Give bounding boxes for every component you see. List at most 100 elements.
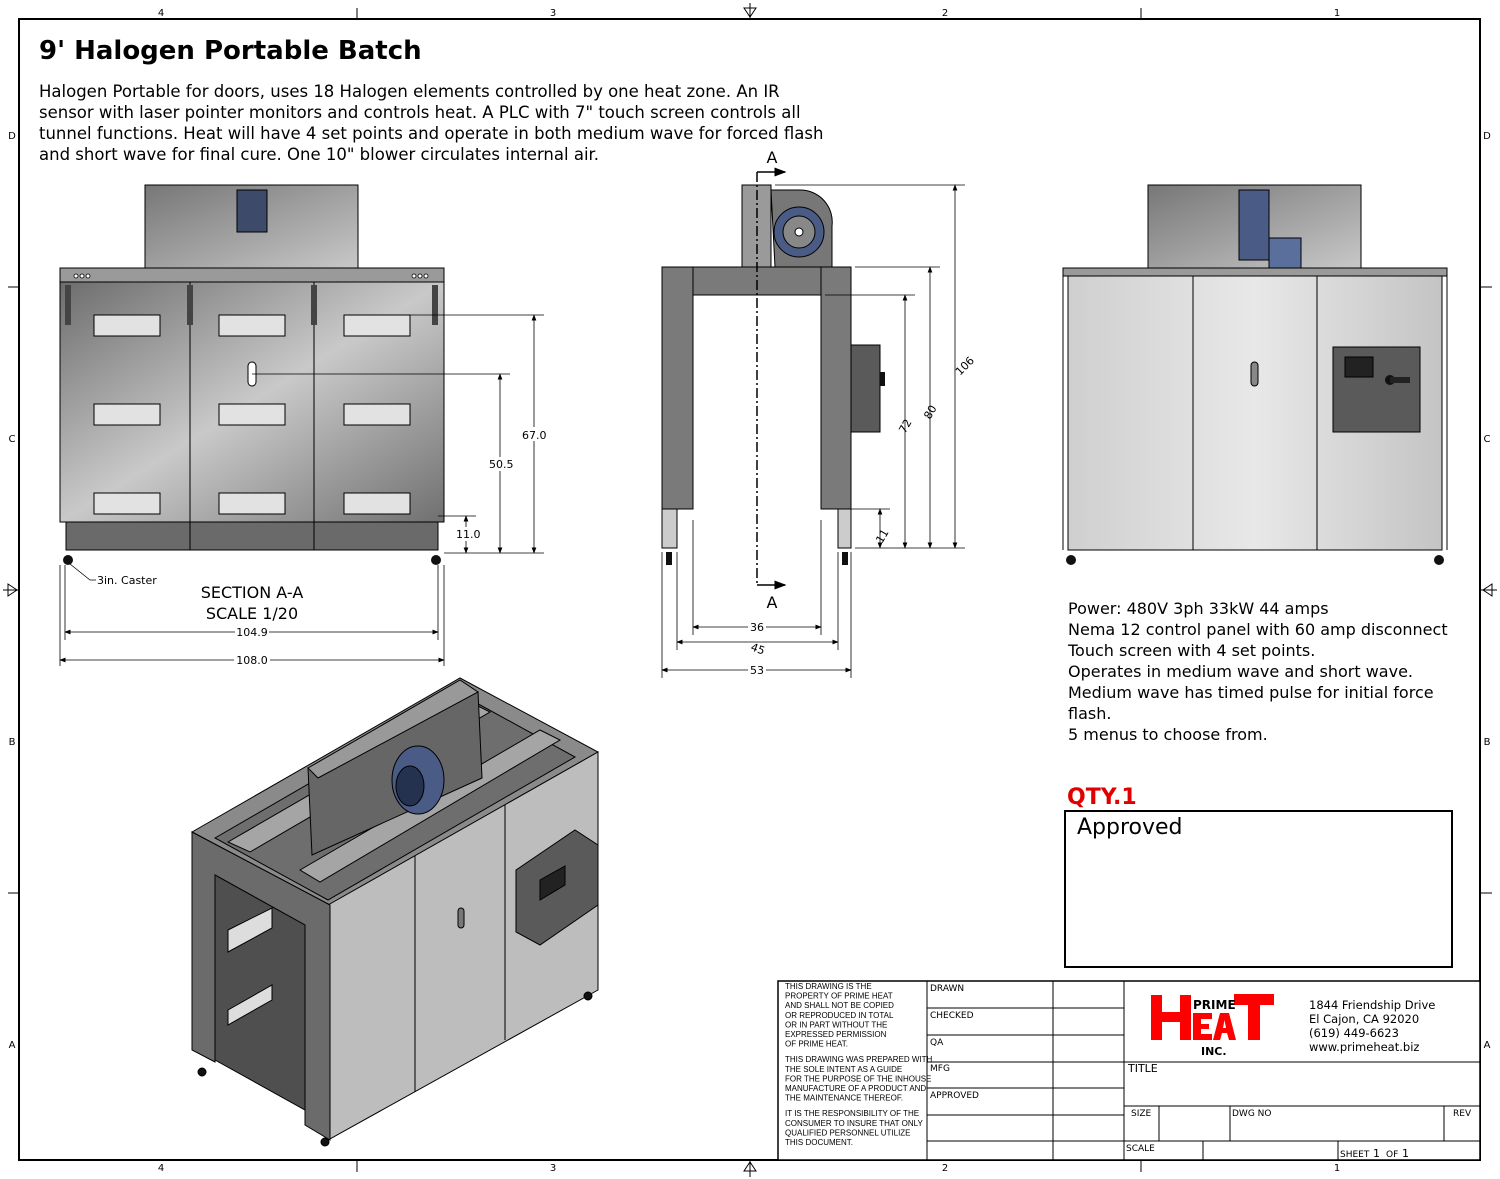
disclaimer-line: EXPRESSED PERMISSION: [785, 1030, 887, 1039]
disclaimer-line: IT IS THE RESPONSIBILITY OF THE: [785, 1109, 919, 1118]
zone-row: C: [1484, 434, 1491, 445]
zone-col: 2: [942, 8, 948, 19]
zone-col: 1: [1334, 8, 1340, 19]
of-label: OF: [1386, 1150, 1398, 1160]
zone-labels: 4 3 2 1 4 3 2 1 D C B A D C B A: [8, 8, 1491, 1174]
dim-80: 80: [921, 403, 939, 422]
note-line: 5 menus to choose from.: [1068, 725, 1268, 744]
disclaimer: THIS DRAWING IS THE PROPERTY OF PRIME HE…: [785, 982, 932, 1147]
note-line: Operates in medium wave and short wave.: [1068, 662, 1413, 681]
note-line: flash.: [1068, 704, 1111, 723]
zone-row: A: [9, 1040, 16, 1051]
description-line: tunnel functions. Heat will have 4 set p…: [39, 124, 823, 143]
dim-53: 53: [750, 664, 764, 677]
description-line: Halogen Portable for doors, uses 18 Halo…: [39, 82, 780, 101]
title-block: THIS DRAWING IS THE PROPERTY OF PRIME HE…: [777, 980, 1481, 1161]
page-title: 9' Halogen Portable Batch: [39, 36, 422, 66]
logo-heat-lettering: [1151, 994, 1274, 1040]
section-label: SECTION A-A: [201, 583, 304, 602]
description-line: and short wave for final cure. One 10" b…: [39, 145, 599, 164]
centering-mark-bottom-icon: [743, 1160, 757, 1177]
zone-row: D: [1483, 131, 1491, 142]
disclaimer-line: CONSUMER TO INSURE THAT ONLY: [785, 1119, 923, 1128]
disclaimer-line: FOR THE PURPOSE OF THE INHOUSE: [785, 1074, 931, 1083]
address-line: El Cajon, CA 92020: [1309, 1012, 1419, 1026]
approved-sign-label: APPROVED: [930, 1091, 979, 1101]
disclaimer-line: THE MAINTENANCE THEREOF.: [785, 1094, 903, 1103]
dim-106: 106: [953, 354, 977, 378]
zone-row: C: [9, 434, 16, 445]
scale-label: SCALE: [1126, 1144, 1155, 1154]
company-address: 1844 Friendship Drive El Cajon, CA 92020…: [1309, 998, 1435, 1054]
note-line: Nema 12 control panel with 60 amp discon…: [1068, 620, 1448, 639]
front-section-view: 67.0 50.5 11.0 104.9 108.0 3in. Caster S…: [59, 184, 549, 667]
disclaimer-line: AND SHALL NOT BE COPIED: [785, 1001, 894, 1010]
sheet-total: 1: [1402, 1147, 1409, 1160]
caster-icon: [1066, 555, 1076, 565]
dim-36: 36: [750, 621, 764, 634]
disclaimer-line: THIS DRAWING WAS PREPARED WITH: [785, 1055, 932, 1064]
zone-row: D: [8, 131, 16, 142]
description-line: sensor with laser pointer monitors and c…: [39, 103, 801, 122]
disclaimer-line: OR IN PART WITHOUT THE: [785, 1020, 887, 1029]
zone-col: 4: [158, 8, 164, 19]
description: Halogen Portable for doors, uses 18 Halo…: [39, 82, 823, 164]
disclaimer-line: QUALIFIED PERSONNEL UTILIZE: [785, 1128, 911, 1137]
dwg-no-label: DWG NO: [1232, 1109, 1271, 1119]
zone-row: A: [1484, 1040, 1491, 1051]
section-marker-top: A: [767, 148, 778, 167]
centering-mark-right-icon: [1480, 583, 1497, 597]
dim-72: 72: [896, 417, 914, 436]
caster-icon: [63, 555, 73, 565]
dim-45: 45: [749, 641, 767, 658]
caster-note: 3in. Caster: [97, 574, 157, 587]
sheet-label: SHEET: [1340, 1150, 1370, 1160]
zone-row: B: [9, 737, 16, 748]
caster-icon: [1434, 555, 1444, 565]
dim-11: 11.0: [456, 528, 481, 541]
scale-label: SCALE 1/20: [206, 604, 298, 623]
approved-label: Approved: [1077, 815, 1183, 840]
centering-mark-left-icon: [3, 583, 19, 597]
phone: (619) 449-6623: [1309, 1026, 1399, 1040]
zone-col: 2: [942, 1163, 948, 1174]
approval-box[interactable]: [1064, 810, 1453, 968]
sheet-number: 1: [1373, 1147, 1380, 1160]
zone-col: 4: [158, 1163, 164, 1174]
title-label: TITLE: [1127, 1062, 1158, 1075]
heater-windows: [93, 314, 411, 515]
sheet-border: [3, 3, 1497, 1177]
dim-11: 11: [873, 527, 891, 546]
caster-icon: [431, 555, 441, 565]
vent-holes: [73, 273, 429, 279]
drawn-label: DRAWN: [930, 984, 964, 994]
disclaimer-line: THIS DRAWING IS THE: [785, 982, 872, 991]
disclaimer-line: THIS DOCUMENT.: [785, 1138, 853, 1147]
size-label: SIZE: [1131, 1109, 1152, 1119]
note-line: Medium wave has timed pulse for initial …: [1068, 683, 1434, 702]
logo-inc: INC.: [1201, 1045, 1227, 1058]
qa-label: QA: [930, 1038, 944, 1048]
spec-notes: Power: 480V 3ph 33kW 44 amps Nema 12 con…: [1067, 599, 1448, 744]
zone-col: 3: [550, 8, 556, 19]
disclaimer-line: THE SOLE INTENT AS A GUIDE: [785, 1065, 902, 1074]
logo-prime: PRIME: [1193, 998, 1236, 1012]
dim-108: 108.0: [236, 654, 268, 667]
zone-col: 1: [1334, 1163, 1340, 1174]
section-marker-bottom: A: [767, 593, 778, 612]
dim-50-5: 50.5: [489, 458, 514, 471]
address-line: 1844 Friendship Drive: [1309, 998, 1435, 1012]
rear-view: [1062, 184, 1448, 565]
dim-67: 67.0: [522, 429, 547, 442]
side-view: A A 106 80 72 11 36 45 53: [661, 148, 977, 678]
website: www.primeheat.biz: [1309, 1040, 1419, 1054]
rev-label: REV: [1453, 1109, 1472, 1119]
checked-label: CHECKED: [930, 1011, 974, 1021]
mfg-label: MFG: [930, 1064, 950, 1074]
isometric-view: [190, 677, 600, 1147]
company-logo: PRIME INC.: [1151, 994, 1274, 1058]
disclaimer-line: OR REPRODUCED IN TOTAL: [785, 1011, 894, 1020]
disclaimer-line: OF PRIME HEAT.: [785, 1040, 848, 1049]
qty-label: QTY.1: [1067, 785, 1137, 810]
